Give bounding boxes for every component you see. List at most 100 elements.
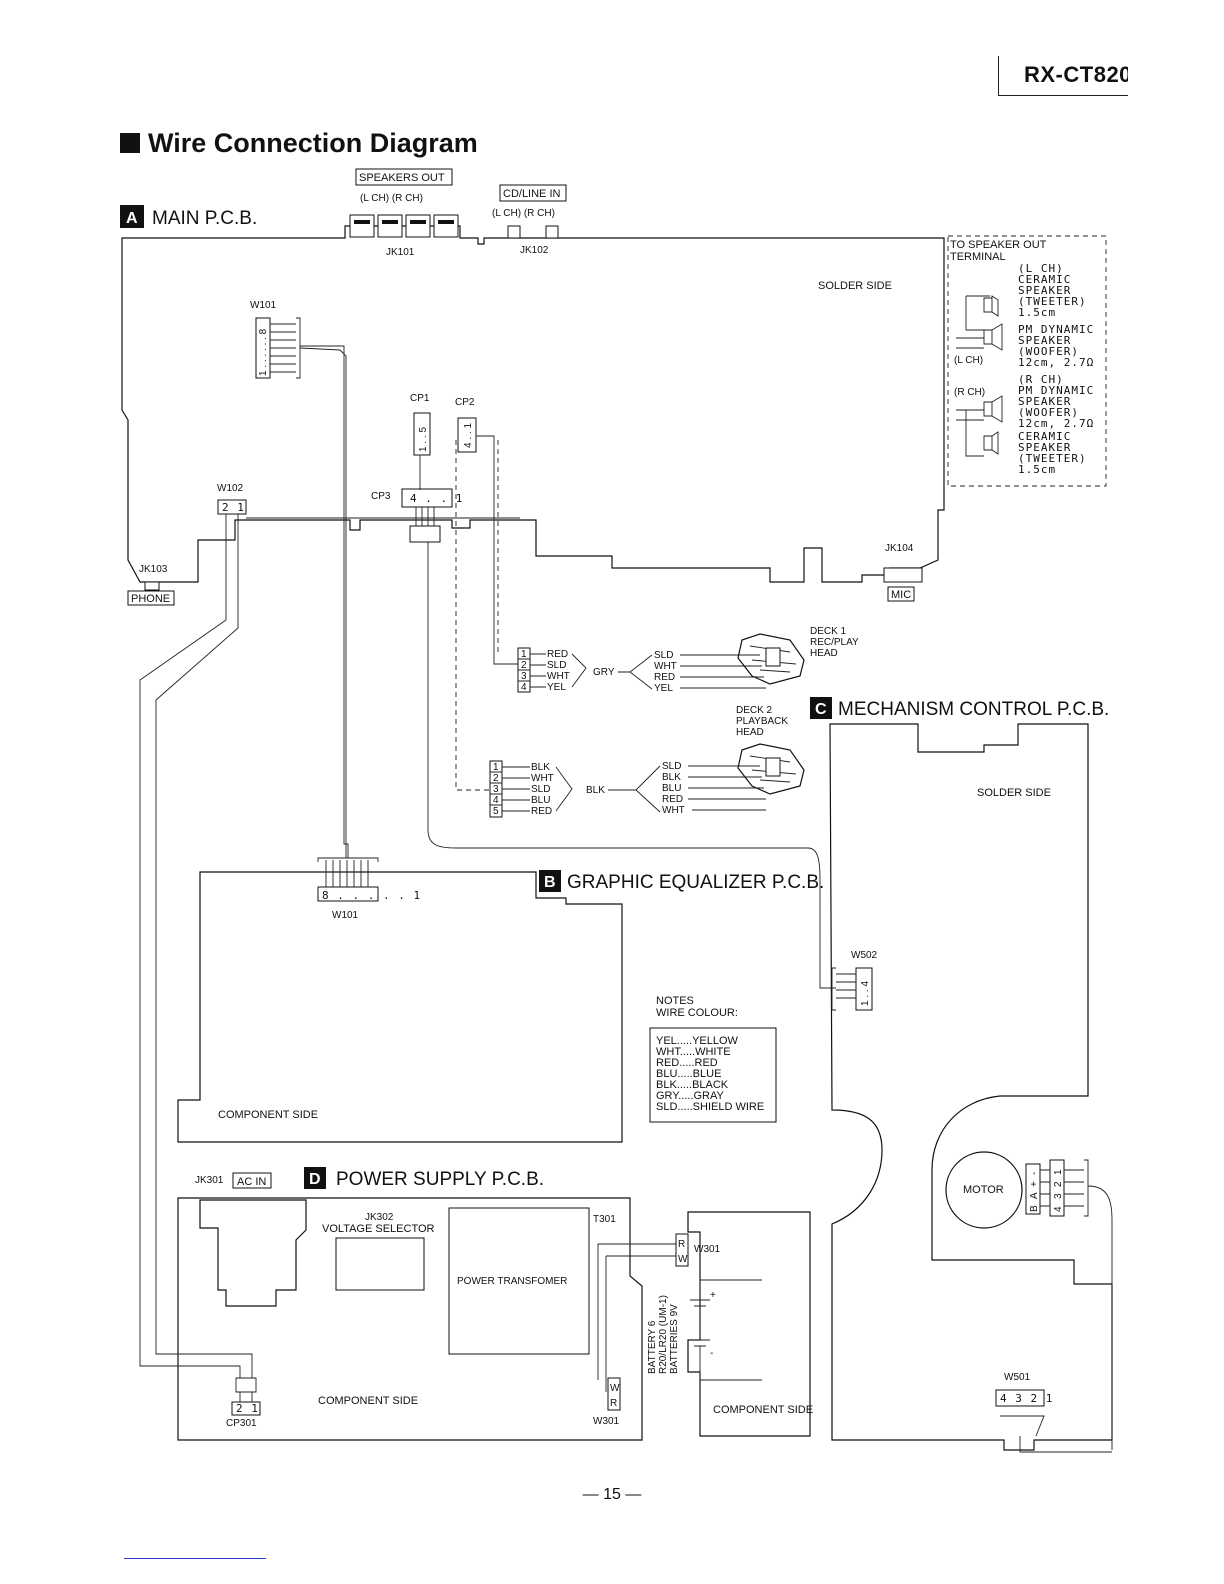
motor-terminal-block: B A + - 4 3 2 1 bbox=[1025, 1159, 1113, 1450]
geq-side-label: COMPONENT SIDE bbox=[218, 1109, 318, 1121]
svg-text:WHT.....WHITE: WHT.....WHITE bbox=[656, 1046, 731, 1058]
svg-text:WHT: WHT bbox=[547, 671, 570, 682]
phone-jack bbox=[144, 581, 160, 591]
main-pcb-badge-letter: A bbox=[126, 210, 138, 227]
svg-text:1: 1 bbox=[1053, 1169, 1064, 1175]
jk301-socket bbox=[199, 1199, 307, 1307]
svg-text:SLD: SLD bbox=[654, 650, 673, 661]
svg-text:SLD: SLD bbox=[547, 660, 566, 671]
svg-text:4: 4 bbox=[521, 682, 527, 693]
tweeter-r-text: CERAMIC SPEAKER (TWEETER) 1.5cm bbox=[1018, 430, 1087, 476]
geq-w101-pins: 8 . . . . . 1 bbox=[322, 889, 421, 902]
battery-label: BATTERY 6 R20/LR20 (UM-1) BATTERIES 9V bbox=[647, 1295, 680, 1374]
svg-text:YEL.....YELLOW: YEL.....YELLOW bbox=[656, 1035, 739, 1047]
svg-text:2: 2 bbox=[1053, 1181, 1064, 1187]
svg-text:RED: RED bbox=[654, 672, 675, 683]
svg-text:SPEAKER: SPEAKER bbox=[1018, 395, 1071, 408]
svg-text:BLU: BLU bbox=[531, 795, 550, 806]
svg-text:PM DYNAMIC: PM DYNAMIC bbox=[1018, 323, 1094, 336]
svg-text:R20/LR20 (UM-1): R20/LR20 (UM-1) bbox=[658, 1295, 669, 1374]
svg-text:SLD.....SHIELD WIRE: SLD.....SHIELD WIRE bbox=[656, 1101, 764, 1113]
svg-text:-: - bbox=[710, 1348, 713, 1359]
deck1-wires: RED SLD WHT YEL GRY SLD WHT RED YEL bbox=[530, 649, 766, 694]
interconnect-wires bbox=[139, 345, 836, 1378]
svg-text:1: 1 bbox=[493, 762, 499, 773]
svg-text:RED.....RED: RED.....RED bbox=[656, 1057, 718, 1069]
mech-pcb-badge-letter: C bbox=[815, 701, 827, 718]
speaker-l-ch-label: (L CH) bbox=[954, 355, 983, 366]
deck2-pin-block: 1 2 3 4 5 bbox=[489, 760, 503, 818]
cp3-plug bbox=[409, 525, 441, 543]
w501-connector bbox=[995, 1389, 1045, 1407]
ac-in-label: AC IN bbox=[237, 1176, 266, 1188]
geq-pcb-badge-letter: B bbox=[544, 874, 556, 891]
svg-text:SPEAKER: SPEAKER bbox=[1018, 334, 1071, 347]
cp2-pins: 4 . . 1 bbox=[463, 423, 474, 448]
svg-text:3: 3 bbox=[521, 671, 527, 682]
cp1-label: CP1 bbox=[410, 393, 430, 404]
svg-text:BLK.....BLACK: BLK.....BLACK bbox=[656, 1079, 729, 1091]
w102-pins: 2 1 bbox=[222, 501, 245, 514]
power-component-side-right: COMPONENT SIDE bbox=[713, 1404, 813, 1416]
svg-text:R: R bbox=[610, 1398, 617, 1409]
svg-text:CERAMIC: CERAMIC bbox=[1018, 430, 1071, 443]
woofer-r-text: (R CH) PM DYNAMIC SPEAKER (WOOFER) 12cm,… bbox=[1018, 373, 1093, 430]
svg-text:GRY.....GRAY: GRY.....GRAY bbox=[656, 1090, 725, 1102]
woofer-r-icon bbox=[983, 395, 1003, 423]
jk301-label: JK301 bbox=[195, 1175, 224, 1186]
svg-text:BLU: BLU bbox=[662, 783, 681, 794]
w502-pins: 1 . . 4 bbox=[860, 981, 871, 1006]
svg-text:3: 3 bbox=[1053, 1193, 1064, 1199]
cp2-label: CP2 bbox=[455, 397, 475, 408]
svg-text:(TWEETER): (TWEETER) bbox=[1018, 452, 1087, 465]
svg-text:2: 2 bbox=[521, 660, 527, 671]
deck1-pin-block: 1 2 3 4 bbox=[517, 647, 531, 693]
main-pcb-badge bbox=[120, 205, 144, 228]
w301-top-connector: R W bbox=[597, 1233, 689, 1392]
w501-lead bbox=[1000, 1415, 1112, 1453]
speaker-terminal-outline bbox=[947, 235, 1107, 487]
jk101-terminals bbox=[349, 214, 459, 238]
cp3-plug-leads bbox=[415, 507, 435, 526]
jk103-label: JK103 bbox=[139, 564, 168, 575]
main-w101-connector bbox=[255, 317, 301, 379]
cd-line-in-box bbox=[499, 184, 567, 202]
svg-text:(WOOFER): (WOOFER) bbox=[1018, 406, 1079, 419]
speaker-icons bbox=[956, 295, 1003, 457]
w102-connector bbox=[217, 499, 247, 515]
svg-text:1.5cm: 1.5cm bbox=[1018, 463, 1056, 476]
power-pcb-badge bbox=[304, 1167, 326, 1189]
power-component-side-left: COMPONENT SIDE bbox=[318, 1395, 418, 1407]
motor-icon bbox=[945, 1151, 1023, 1229]
motor-label: MOTOR bbox=[963, 1184, 1004, 1196]
geq-pcb-title: GRAPHIC EQUALIZER P.C.B. bbox=[567, 872, 824, 893]
w301-bottom-label: W301 bbox=[593, 1416, 620, 1427]
main-pcb-side-label: SOLDER SIDE bbox=[818, 280, 892, 292]
cp301-plug bbox=[235, 1377, 257, 1402]
mic-jack bbox=[883, 567, 923, 583]
cp1-connector bbox=[413, 412, 431, 456]
model-number: RX-CT820 bbox=[1024, 62, 1128, 87]
tweeter-l-icon bbox=[983, 295, 999, 317]
deck1-bundle-label: GRY bbox=[593, 667, 615, 678]
phone-label: PHONE bbox=[131, 593, 170, 605]
svg-text:A: A bbox=[1029, 1192, 1040, 1199]
mic-label: MIC bbox=[891, 589, 911, 601]
w502-connector bbox=[855, 967, 873, 1011]
jk101-label: JK101 bbox=[386, 247, 415, 258]
cp3-pins: 4 . . 1 bbox=[410, 492, 463, 505]
cd-line-in-channels: (L CH) (R CH) bbox=[492, 208, 555, 219]
speaker-terminal-title-2: TERMINAL bbox=[950, 251, 1006, 263]
svg-text:HEAD: HEAD bbox=[810, 648, 838, 659]
w102-label: W102 bbox=[217, 483, 244, 494]
svg-text:DECK 2: DECK 2 bbox=[736, 705, 773, 716]
svg-text:3: 3 bbox=[493, 784, 499, 795]
svg-text:1.5cm: 1.5cm bbox=[1018, 306, 1056, 319]
main-w101-pins: 1 . . . . . . 8 bbox=[258, 328, 269, 376]
svg-text:12cm, 2.7Ω: 12cm, 2.7Ω bbox=[1018, 356, 1094, 369]
transformer-box bbox=[448, 1207, 590, 1355]
power-pcb-right-outline bbox=[687, 1211, 811, 1437]
geq-w101-connector bbox=[317, 857, 379, 902]
tweeter-r-icon bbox=[983, 431, 999, 455]
